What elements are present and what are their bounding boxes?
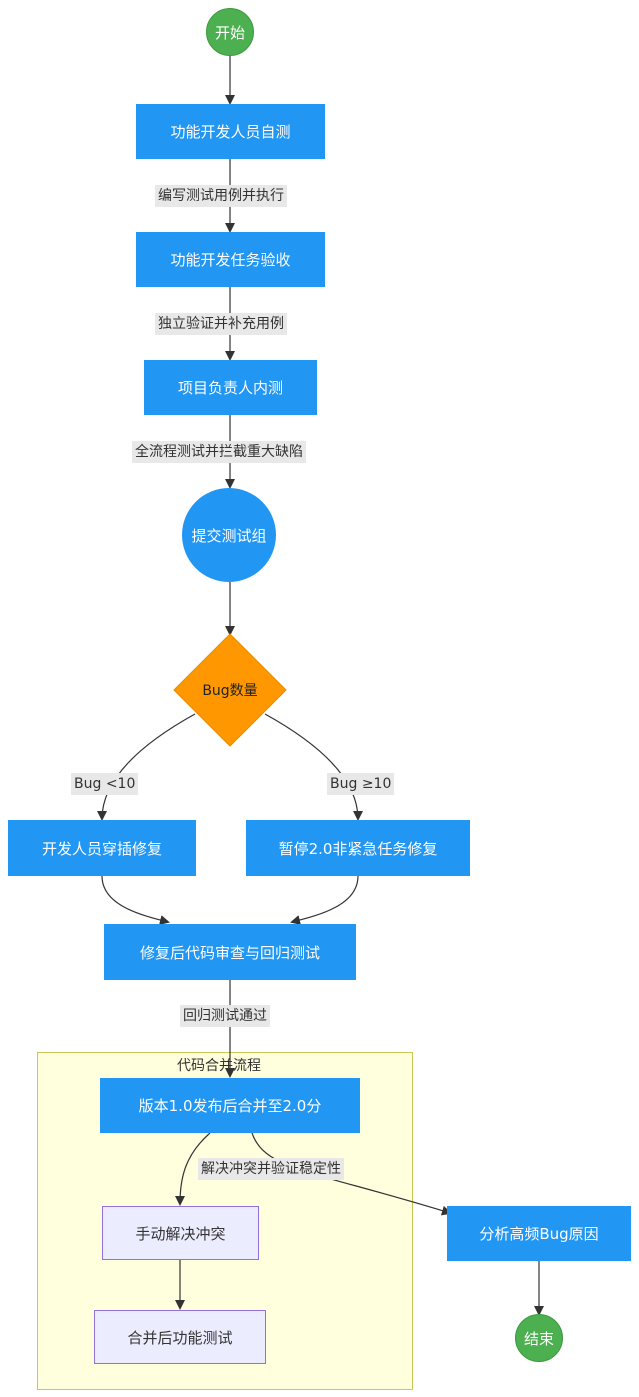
merge-subgraph-title: 代码合并流程 <box>177 1058 261 1074</box>
start-node: 开始 <box>206 8 254 56</box>
task-accept-node: 功能开发任务验收 <box>136 232 325 287</box>
edge-devfix-review <box>101 875 170 925</box>
end-node: 结束 <box>515 1314 563 1362</box>
post-merge-test-node: 合并后功能测试 <box>94 1310 266 1364</box>
edge-label-write-cases: 编写测试用例并执行 <box>155 185 287 207</box>
manual-resolve-node: 手动解决冲突 <box>102 1206 259 1260</box>
bug-count-label: Bug数量 <box>202 683 258 699</box>
lead-test-node: 项目负责人内测 <box>144 360 317 415</box>
pause-fix-node: 暂停2.0非紧急任务修复 <box>246 820 470 876</box>
edge-bug-pausefix <box>264 713 363 821</box>
edge-label-verify-cases: 独立验证并补充用例 <box>155 313 287 335</box>
edge-pausefix-review <box>290 875 359 925</box>
edge-label-regression-pass: 回归测试通过 <box>180 1005 270 1027</box>
edge-label-full-test: 全流程测试并拦截重大缺陷 <box>132 441 306 463</box>
merge-version-node: 版本1.0发布后合并至2.0分 <box>100 1078 360 1133</box>
code-review-node: 修复后代码审查与回归测试 <box>104 924 356 980</box>
analyze-bug-node: 分析高频Bug原因 <box>447 1206 631 1261</box>
edge-merge-manual <box>175 1132 211 1206</box>
dev-fix-node: 开发人员穿插修复 <box>8 820 196 876</box>
edge-label-resolve-verify: 解决冲突并验证稳定性 <box>198 1158 344 1180</box>
edge-bug-devfix <box>97 713 196 821</box>
submit-qa-node: 提交测试组 <box>182 488 276 582</box>
edge-label-bug-ge10: Bug ≥10 <box>327 773 395 795</box>
edge-label-bug-lt10: Bug <10 <box>71 773 139 795</box>
bug-count-diamond <box>173 633 287 747</box>
self-test-node: 功能开发人员自测 <box>136 104 325 159</box>
